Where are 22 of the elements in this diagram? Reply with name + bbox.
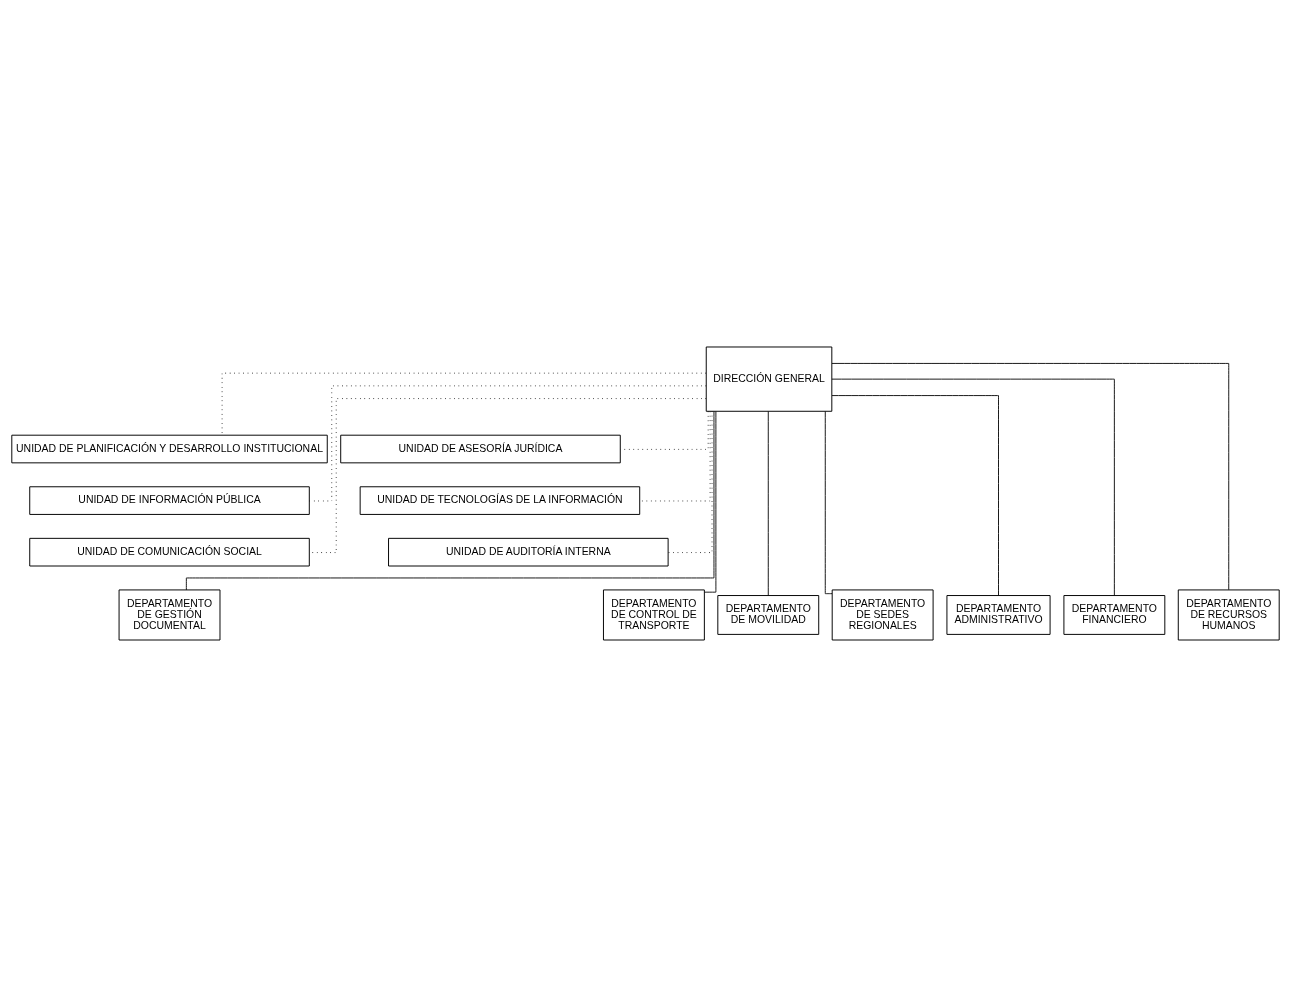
node-box: UNIDAD DE INFORMACIÓN PÚBLICA bbox=[29, 486, 310, 515]
connector bbox=[824, 411, 833, 595]
connector bbox=[704, 411, 717, 593]
connector bbox=[831, 378, 1115, 596]
node-box: DEPARTAMENTO DE MOVILIDAD bbox=[717, 595, 820, 635]
connector bbox=[831, 363, 1230, 591]
node-box: DEPARTAMENTO DE CONTROL DE TRANSPORTE bbox=[602, 589, 705, 641]
connector bbox=[831, 395, 999, 596]
node-box: DIRECCIÓN GENERAL bbox=[705, 346, 833, 412]
node-box: UNIDAD DE COMUNICACIÓN SOCIAL bbox=[29, 537, 310, 567]
connector bbox=[309, 385, 707, 502]
connector bbox=[185, 410, 715, 591]
node-box: UNIDAD DE PLANIFICACIÓN Y DESARROLLO INSTITUCIONAL bbox=[11, 434, 328, 464]
node-box: UNIDAD DE TECNOLOGÍAS DE LA INFORMACIÓN bbox=[359, 486, 641, 515]
node-box: DEPARTAMENTO FINANCIERO bbox=[1063, 595, 1166, 635]
node-box: UNIDAD DE AUDITORÍA INTERNA bbox=[388, 537, 669, 567]
node-box: DEPARTAMENTO DE RECURSOS HUMANOS bbox=[1177, 589, 1280, 641]
node-box: DEPARTAMENTO DE GESTIÓN DOCUMENTAL bbox=[118, 589, 221, 641]
connector bbox=[767, 411, 769, 596]
node-box: DEPARTAMENTO DE SEDES REGIONALES bbox=[831, 589, 934, 641]
node-box: DEPARTAMENTO ADMINISTRATIVO bbox=[946, 595, 1051, 635]
node-box: UNIDAD DE ASESORÍA JURÍDICA bbox=[340, 434, 621, 464]
